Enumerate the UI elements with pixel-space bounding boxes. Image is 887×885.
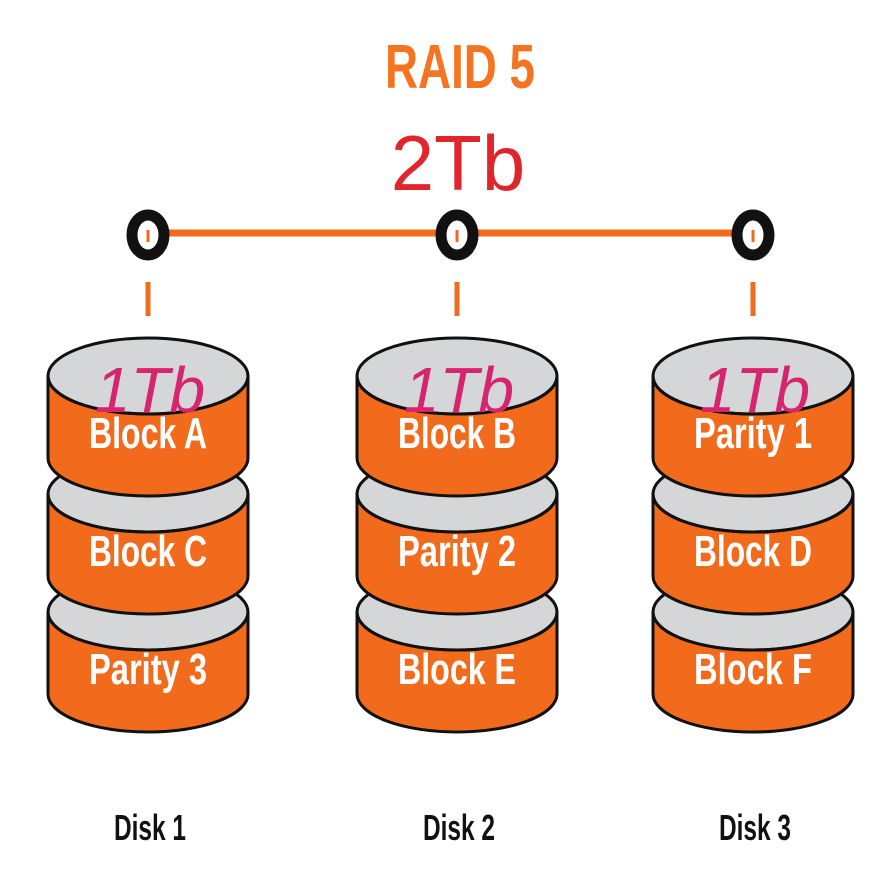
disk-label: Disk 1 (114, 807, 186, 848)
platter: Parity 1 (651, 336, 855, 498)
block-label: Block C (89, 527, 207, 576)
disk-capacity: 1Tb (404, 354, 514, 426)
disk-capacity: 1Tb (700, 354, 810, 426)
block-label: Block F (694, 645, 812, 694)
disk-capacity: 1Tb (95, 354, 205, 426)
disk-label: Disk 3 (719, 807, 791, 848)
block-label: Block B (398, 409, 516, 458)
platter-rim (355, 375, 559, 416)
block-label: Parity 2 (398, 527, 516, 576)
platter: Block A (46, 336, 250, 498)
platter-rim (651, 493, 855, 534)
platter-rim (46, 611, 250, 652)
block-label: Block D (694, 527, 812, 576)
block-label: Parity 1 (694, 409, 812, 458)
platter-rim (46, 375, 250, 416)
diagram-title: RAID 5 (385, 33, 535, 102)
platter: Block B (355, 336, 559, 498)
platter-rim (355, 493, 559, 534)
platter-rim (46, 493, 250, 534)
disk-label: Disk 2 (423, 807, 495, 848)
block-label: Block A (89, 409, 207, 458)
platter-rim (355, 611, 559, 652)
block-label: Block E (398, 645, 516, 694)
platter-rim (651, 375, 855, 416)
total-capacity: 2Tb (391, 119, 525, 207)
block-label: Parity 3 (89, 645, 207, 694)
platter-rim (651, 611, 855, 652)
